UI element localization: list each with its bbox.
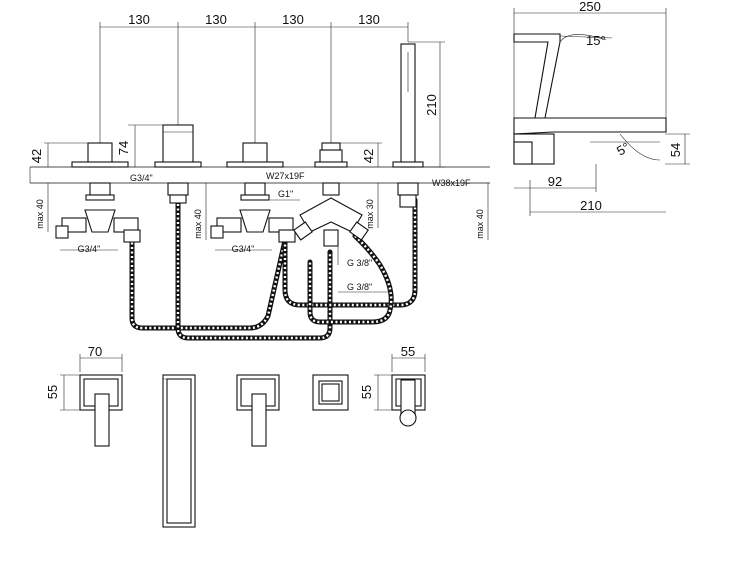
side-view: 250 15° 5° 54 92 210 [513, 0, 690, 216]
mid-height-label: 42 [361, 149, 376, 163]
thread-label-w38: W38x19F [432, 178, 471, 188]
valve-height-label: 74 [116, 141, 131, 155]
hand-shower-height-label: 210 [424, 94, 439, 116]
thread-label-w27: W27x19F [266, 171, 305, 181]
angle-top-label: 15° [586, 33, 606, 48]
thread-label-top: G3/4" [130, 173, 153, 183]
flexible-hoses [129, 192, 418, 341]
thread-label-mid: G3/4" [232, 244, 255, 254]
plan-depth-left-label: 55 [45, 385, 60, 399]
thread-label-g38-upper: G 3/8" [347, 258, 372, 268]
top-view-width-label: 250 [579, 0, 601, 14]
max-30-label: max 30 [365, 199, 375, 229]
plan-width-left-label: 70 [88, 344, 102, 359]
spacing-label-3: 130 [282, 12, 304, 27]
thread-label-g1: G1" [278, 189, 293, 199]
spacing-label-4: 130 [358, 12, 380, 27]
spacing-label-1: 130 [128, 12, 150, 27]
max-40-left-label: max 40 [35, 199, 45, 229]
plan-width-right-label: 55 [401, 344, 415, 359]
hand-shower-body [392, 43, 424, 208]
thread-label-left: G3/4" [78, 244, 101, 254]
spout-body [154, 124, 202, 204]
left-height-label: 42 [29, 149, 44, 163]
countertop [29, 166, 490, 184]
left-valve-body [55, 142, 141, 243]
max-40-right-label: max 40 [475, 209, 485, 239]
spout-depth-label: 54 [668, 143, 683, 157]
plan-views: 70 55 55 55 [45, 344, 426, 528]
middle-valve-body [210, 142, 296, 243]
spacing-dimension-chain: 130 130 130 130 [99, 12, 409, 150]
plan-depth-right-label: 55 [359, 385, 374, 399]
spout-offset-label: 92 [548, 174, 562, 189]
thread-label-g38-lower: G 3/8" [347, 282, 372, 292]
spout-length-label: 210 [580, 198, 602, 213]
max-40-mid-label: max 40 [193, 209, 203, 239]
spacing-label-2: 130 [205, 12, 227, 27]
diverter-body [293, 142, 369, 247]
